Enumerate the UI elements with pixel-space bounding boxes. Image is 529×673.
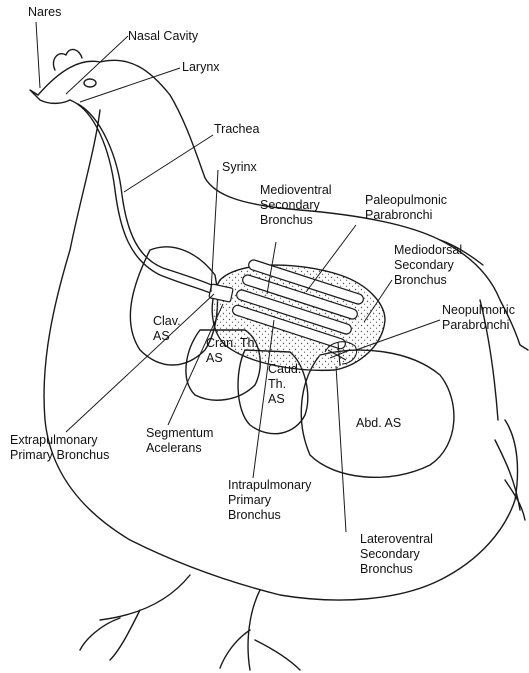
comb: [53, 49, 82, 70]
label-syrinx: Syrinx: [222, 160, 257, 175]
leg-right: [220, 590, 300, 670]
leg-left: [80, 575, 190, 660]
label-intrapulmonary: Intrapulmonary Primary Bronchus: [228, 478, 311, 523]
clavicular-air-sac: [130, 247, 217, 365]
eye: [84, 79, 96, 87]
label-mediodorsal: Mediodorsal Secondary Bronchus: [394, 243, 462, 288]
leader-nares: [36, 22, 40, 88]
label-neopulmonic: Neopulmonic Parabronchi: [442, 303, 515, 333]
label-larynx: Larynx: [182, 60, 220, 75]
label-nasal-cavity: Nasal Cavity: [128, 29, 198, 44]
label-caudal-thoracic-air-sac: Caud. Th. AS: [268, 362, 301, 407]
tail-feathers: [495, 440, 525, 520]
label-lateroventral: Lateroventral Secondary Bronchus: [360, 532, 433, 577]
label-abdominal-air-sac: Abd. AS: [356, 416, 401, 431]
label-paleopulmonic: Paleopulmonic Parabronchi: [365, 193, 447, 223]
label-nares: Nares: [28, 5, 61, 20]
leader-extrapulmonary: [66, 294, 214, 432]
label-segmentum: Segmentum Acelerans: [146, 426, 213, 456]
label-extrapulmonary: Extrapulmonary Primary Bronchus: [10, 433, 109, 463]
beak: [30, 90, 70, 103]
label-medioventral: Medioventral Secondary Bronchus: [260, 183, 332, 228]
label-trachea: Trachea: [214, 122, 259, 137]
leader-lateroventral: [336, 366, 346, 532]
label-cranial-thoracic-air-sac: Cran. Th. AS: [206, 336, 258, 366]
label-clavicular-air-sac: Clav. AS: [153, 314, 181, 344]
